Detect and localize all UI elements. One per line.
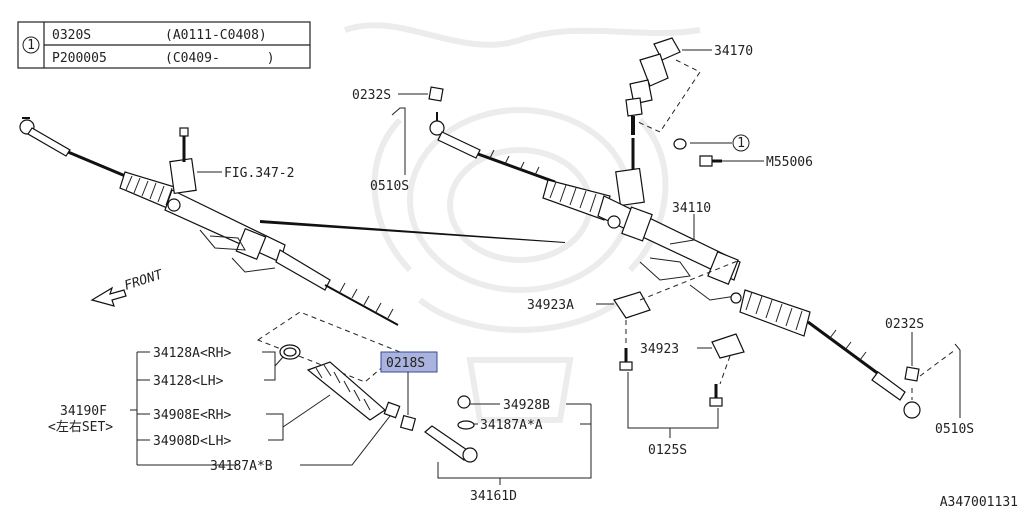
diagram-id: A347001131 (940, 495, 1018, 510)
fig-ref-label: FIG.347-2 (224, 166, 294, 181)
part-0232s-right-label: 0232S (885, 317, 924, 332)
part-34928b-label: 34928B (503, 398, 550, 413)
part-0510s-right-label: 0510S (935, 422, 974, 437)
part-34908d-label: 34908D<LH> (153, 434, 231, 449)
part-0232s-top-label: 0232S (352, 88, 391, 103)
legend-row2-range: (C0409- ) (165, 51, 275, 66)
legend-row2-part: P200005 (52, 51, 107, 66)
reference-line (260, 220, 565, 243)
part-34170-label: 34170 (714, 44, 753, 59)
part-34128-label: 34128<LH> (153, 374, 224, 389)
joint-dashed-outline (637, 59, 701, 133)
part-0218s-label: 0218S (386, 356, 425, 371)
part-34110-label: 34110 (672, 201, 711, 216)
bolt-bracket (627, 372, 719, 429)
callout-circle-1 (732, 134, 750, 152)
legend-table: 1 0320S (A0111-C0408) P200005 (C0409- ) (17, 21, 311, 69)
watermark-emblem (343, 22, 701, 423)
rack-boot (306, 361, 386, 421)
callout-circle-1-label: 1 (737, 136, 745, 151)
part-34190f-sub-label: <左右SET> (48, 420, 113, 435)
part-34187aa-label: 34187A*A (480, 418, 543, 433)
part-0125s-label: 0125S (648, 443, 687, 458)
legend-marker: 1 (27, 38, 35, 53)
tie-rod-end (424, 395, 478, 463)
part-34128a-label: 34128A<RH> (153, 346, 231, 361)
bolt-m55006 (699, 155, 713, 167)
legend-row1-range: (A0111-C0408) (165, 28, 267, 43)
part-34908e-label: 34908E<RH> (153, 408, 231, 423)
seal-ring (383, 401, 401, 419)
tie-rod-dashed-line (911, 349, 956, 400)
legend-row1-part: 0320S (52, 28, 91, 43)
boot-clamp (279, 344, 301, 360)
right-gearbox-assembly (428, 37, 921, 419)
part-34190f-label: 34190F (60, 404, 107, 419)
bolt-dashed-line-b (719, 355, 731, 385)
washer (673, 138, 687, 150)
left-gearbox-assembly (19, 117, 399, 326)
part-0510s-top-label: 0510S (370, 179, 409, 194)
front-label: FRONT (123, 267, 166, 294)
part-34923-label: 34923 (640, 342, 679, 357)
part-0218s-highlight[interactable] (380, 351, 438, 373)
part-m55006-label: M55006 (766, 155, 813, 170)
part-34161d-label: 34161D (470, 489, 517, 504)
front-arrow: FRONT (90, 267, 166, 307)
nut-0218s (399, 414, 417, 432)
part-34187ab-label: 34187A*B (210, 459, 273, 474)
set-bracket (130, 351, 238, 466)
part-34923a-label: 34923A (527, 298, 574, 313)
